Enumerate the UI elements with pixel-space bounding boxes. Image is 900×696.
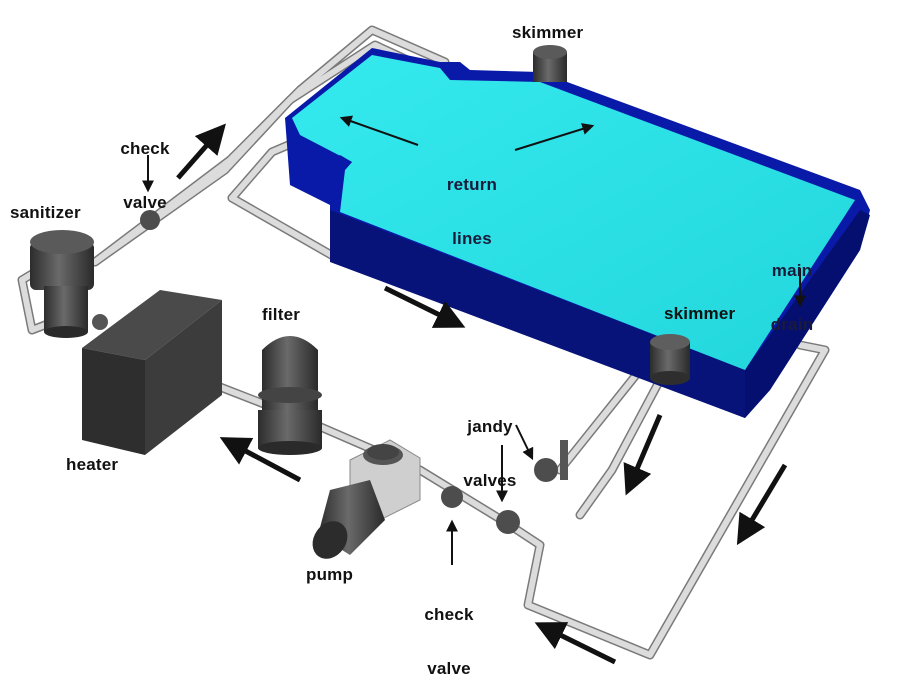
flow-arrows	[176, 123, 788, 665]
jandy-valve-1-body	[496, 510, 520, 534]
flow-arrow-heater	[219, 437, 302, 483]
valves	[140, 210, 568, 534]
jandy-valves-label: jandy valves	[456, 382, 524, 508]
pool-wall-shade	[330, 210, 745, 418]
skimmer-top-body	[533, 45, 567, 82]
pool	[285, 48, 870, 418]
check-valve-bottom-label-line1: check	[424, 605, 474, 624]
jandy-valves-label-line1: jandy	[467, 417, 513, 436]
main-drain-label-line1: main	[771, 261, 813, 280]
flow-arrow-drain	[736, 463, 788, 546]
skimmer-right-body	[650, 334, 690, 385]
flow-arrow-up	[176, 123, 226, 180]
jandy-valves-label-line2: valves	[463, 471, 517, 490]
main-drain-label: main drain	[762, 226, 822, 352]
flow-arrow-return-bottom	[383, 285, 466, 328]
check-valve-top-label-line2: valve	[123, 193, 167, 212]
check-valve-bottom-label-line2: valve	[427, 659, 471, 678]
pump-label: pump	[306, 565, 354, 584]
skimmer-top-label: skimmer	[512, 23, 584, 42]
main-drain-label-line2: drain	[770, 315, 814, 334]
check-valve-bottom-body	[441, 486, 463, 508]
check-valve-top-label: check valve	[112, 104, 178, 230]
flow-arrow-skimmer	[623, 414, 663, 496]
heater-label: heater	[66, 455, 119, 474]
sanitizer-body	[30, 230, 108, 338]
heater-body	[82, 290, 222, 455]
skimmer-right-label: skimmer	[664, 304, 736, 323]
check-valve-top-label-line1: check	[120, 139, 170, 158]
sanitizer-label: sanitizer	[10, 203, 81, 222]
check-valve-top-body	[140, 210, 160, 230]
check-valve-bottom-label: check valve	[416, 570, 482, 696]
filter-label: filter	[262, 305, 301, 324]
filter-body	[258, 336, 322, 455]
pointer-arrows	[142, 115, 806, 565]
flow-arrow-bottom	[534, 622, 617, 665]
jandy-valve-2-body	[534, 458, 558, 482]
return-lines-label-line1: return	[446, 175, 498, 194]
pool-water	[292, 55, 855, 370]
return-lines-label: return lines	[436, 140, 508, 266]
return-lines-label-line2: lines	[452, 229, 492, 248]
pump-body	[312, 439, 421, 559]
